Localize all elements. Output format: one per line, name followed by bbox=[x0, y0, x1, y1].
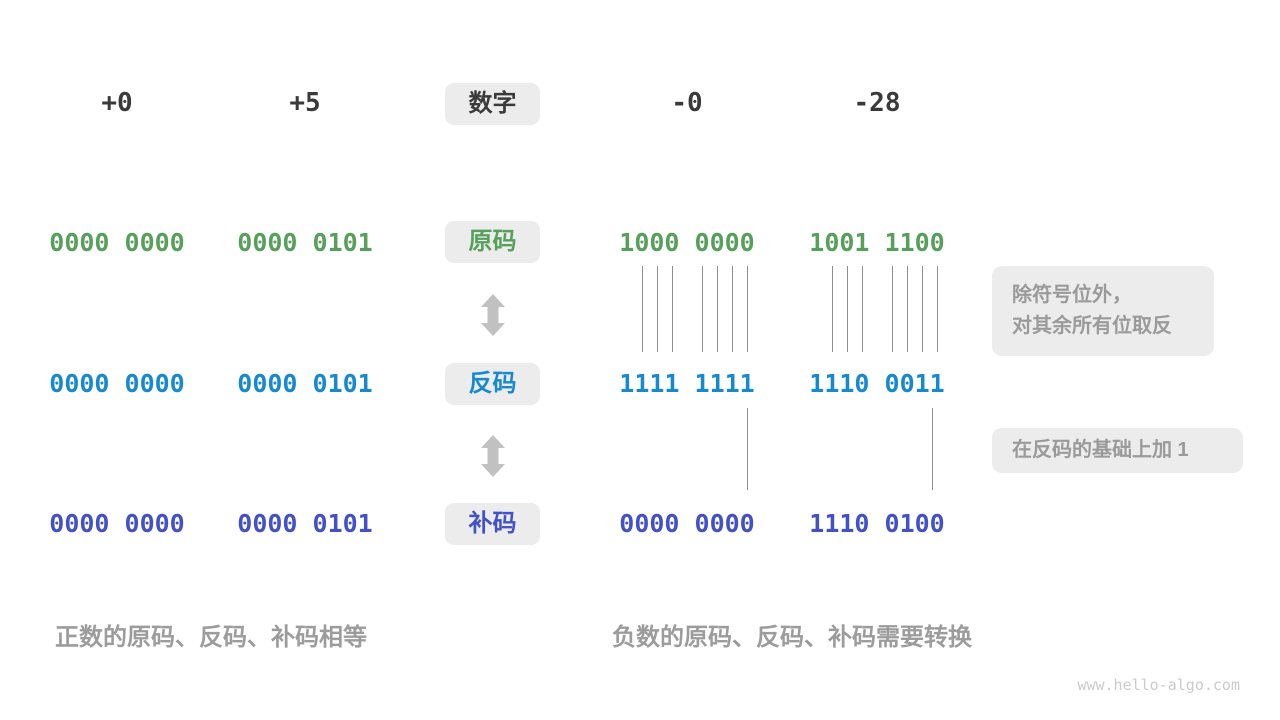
twos-complement-neg-28: 1110 0100 bbox=[809, 509, 945, 538]
tick-line bbox=[672, 266, 673, 352]
negative-numbers-caption: 负数的原码、反码、补码需要转换 bbox=[612, 624, 972, 651]
tick-line bbox=[732, 266, 733, 352]
ones-complement-pos-five: 0000 0101 bbox=[237, 369, 373, 398]
header-value-pos-zero: +0 bbox=[101, 88, 133, 118]
tick-line bbox=[747, 408, 748, 490]
tick-line bbox=[702, 266, 703, 352]
tick-line bbox=[657, 266, 658, 352]
tick-line bbox=[847, 266, 848, 352]
sign-magnitude-pos-five: 0000 0101 bbox=[237, 228, 373, 257]
up-down-arrow-icon bbox=[480, 435, 506, 482]
twos-complement-pos-five: 0000 0101 bbox=[237, 509, 373, 538]
ones-complement-neg-28: 1110 0011 bbox=[809, 369, 945, 398]
add-one-note: 在反码的基础上加 1 bbox=[992, 428, 1243, 473]
header-value-neg-28: -28 bbox=[853, 88, 901, 118]
tick-line bbox=[832, 266, 833, 352]
up-down-arrow-icon bbox=[480, 294, 506, 341]
tick-line bbox=[642, 266, 643, 352]
tick-line bbox=[892, 266, 893, 352]
tick-line bbox=[747, 266, 748, 352]
header-value-pos-five: +5 bbox=[289, 88, 321, 118]
tick-line bbox=[717, 266, 718, 352]
tick-line bbox=[907, 266, 908, 352]
twos-complement-badge: 补码 bbox=[445, 503, 540, 545]
watermark: www.hello-algo.com bbox=[1077, 676, 1240, 694]
invert-bits-note-line1: 除符号位外， bbox=[1012, 284, 1132, 306]
ones-complement-badge: 反码 bbox=[445, 363, 540, 405]
invert-bits-note: 除符号位外， 对其余所有位取反 bbox=[992, 266, 1214, 356]
twos-complement-pos-zero: 0000 0000 bbox=[49, 509, 185, 538]
tick-line bbox=[862, 266, 863, 352]
sign-magnitude-pos-zero: 0000 0000 bbox=[49, 228, 185, 257]
tick-line bbox=[932, 408, 933, 490]
sign-magnitude-neg-28: 1001 1100 bbox=[809, 228, 945, 257]
sign-magnitude-neg-zero: 1000 0000 bbox=[619, 228, 755, 257]
ones-complement-neg-zero: 1111 1111 bbox=[619, 369, 755, 398]
ones-complement-pos-zero: 0000 0000 bbox=[49, 369, 185, 398]
invert-bits-note-line2: 对其余所有位取反 bbox=[1012, 315, 1172, 337]
number-badge: 数字 bbox=[445, 83, 540, 125]
tick-line bbox=[922, 266, 923, 352]
positive-numbers-caption: 正数的原码、反码、补码相等 bbox=[55, 624, 367, 651]
twos-complement-neg-zero: 0000 0000 bbox=[619, 509, 755, 538]
sign-magnitude-badge: 原码 bbox=[445, 221, 540, 263]
header-value-neg-zero: -0 bbox=[671, 88, 703, 118]
tick-line bbox=[937, 266, 938, 352]
